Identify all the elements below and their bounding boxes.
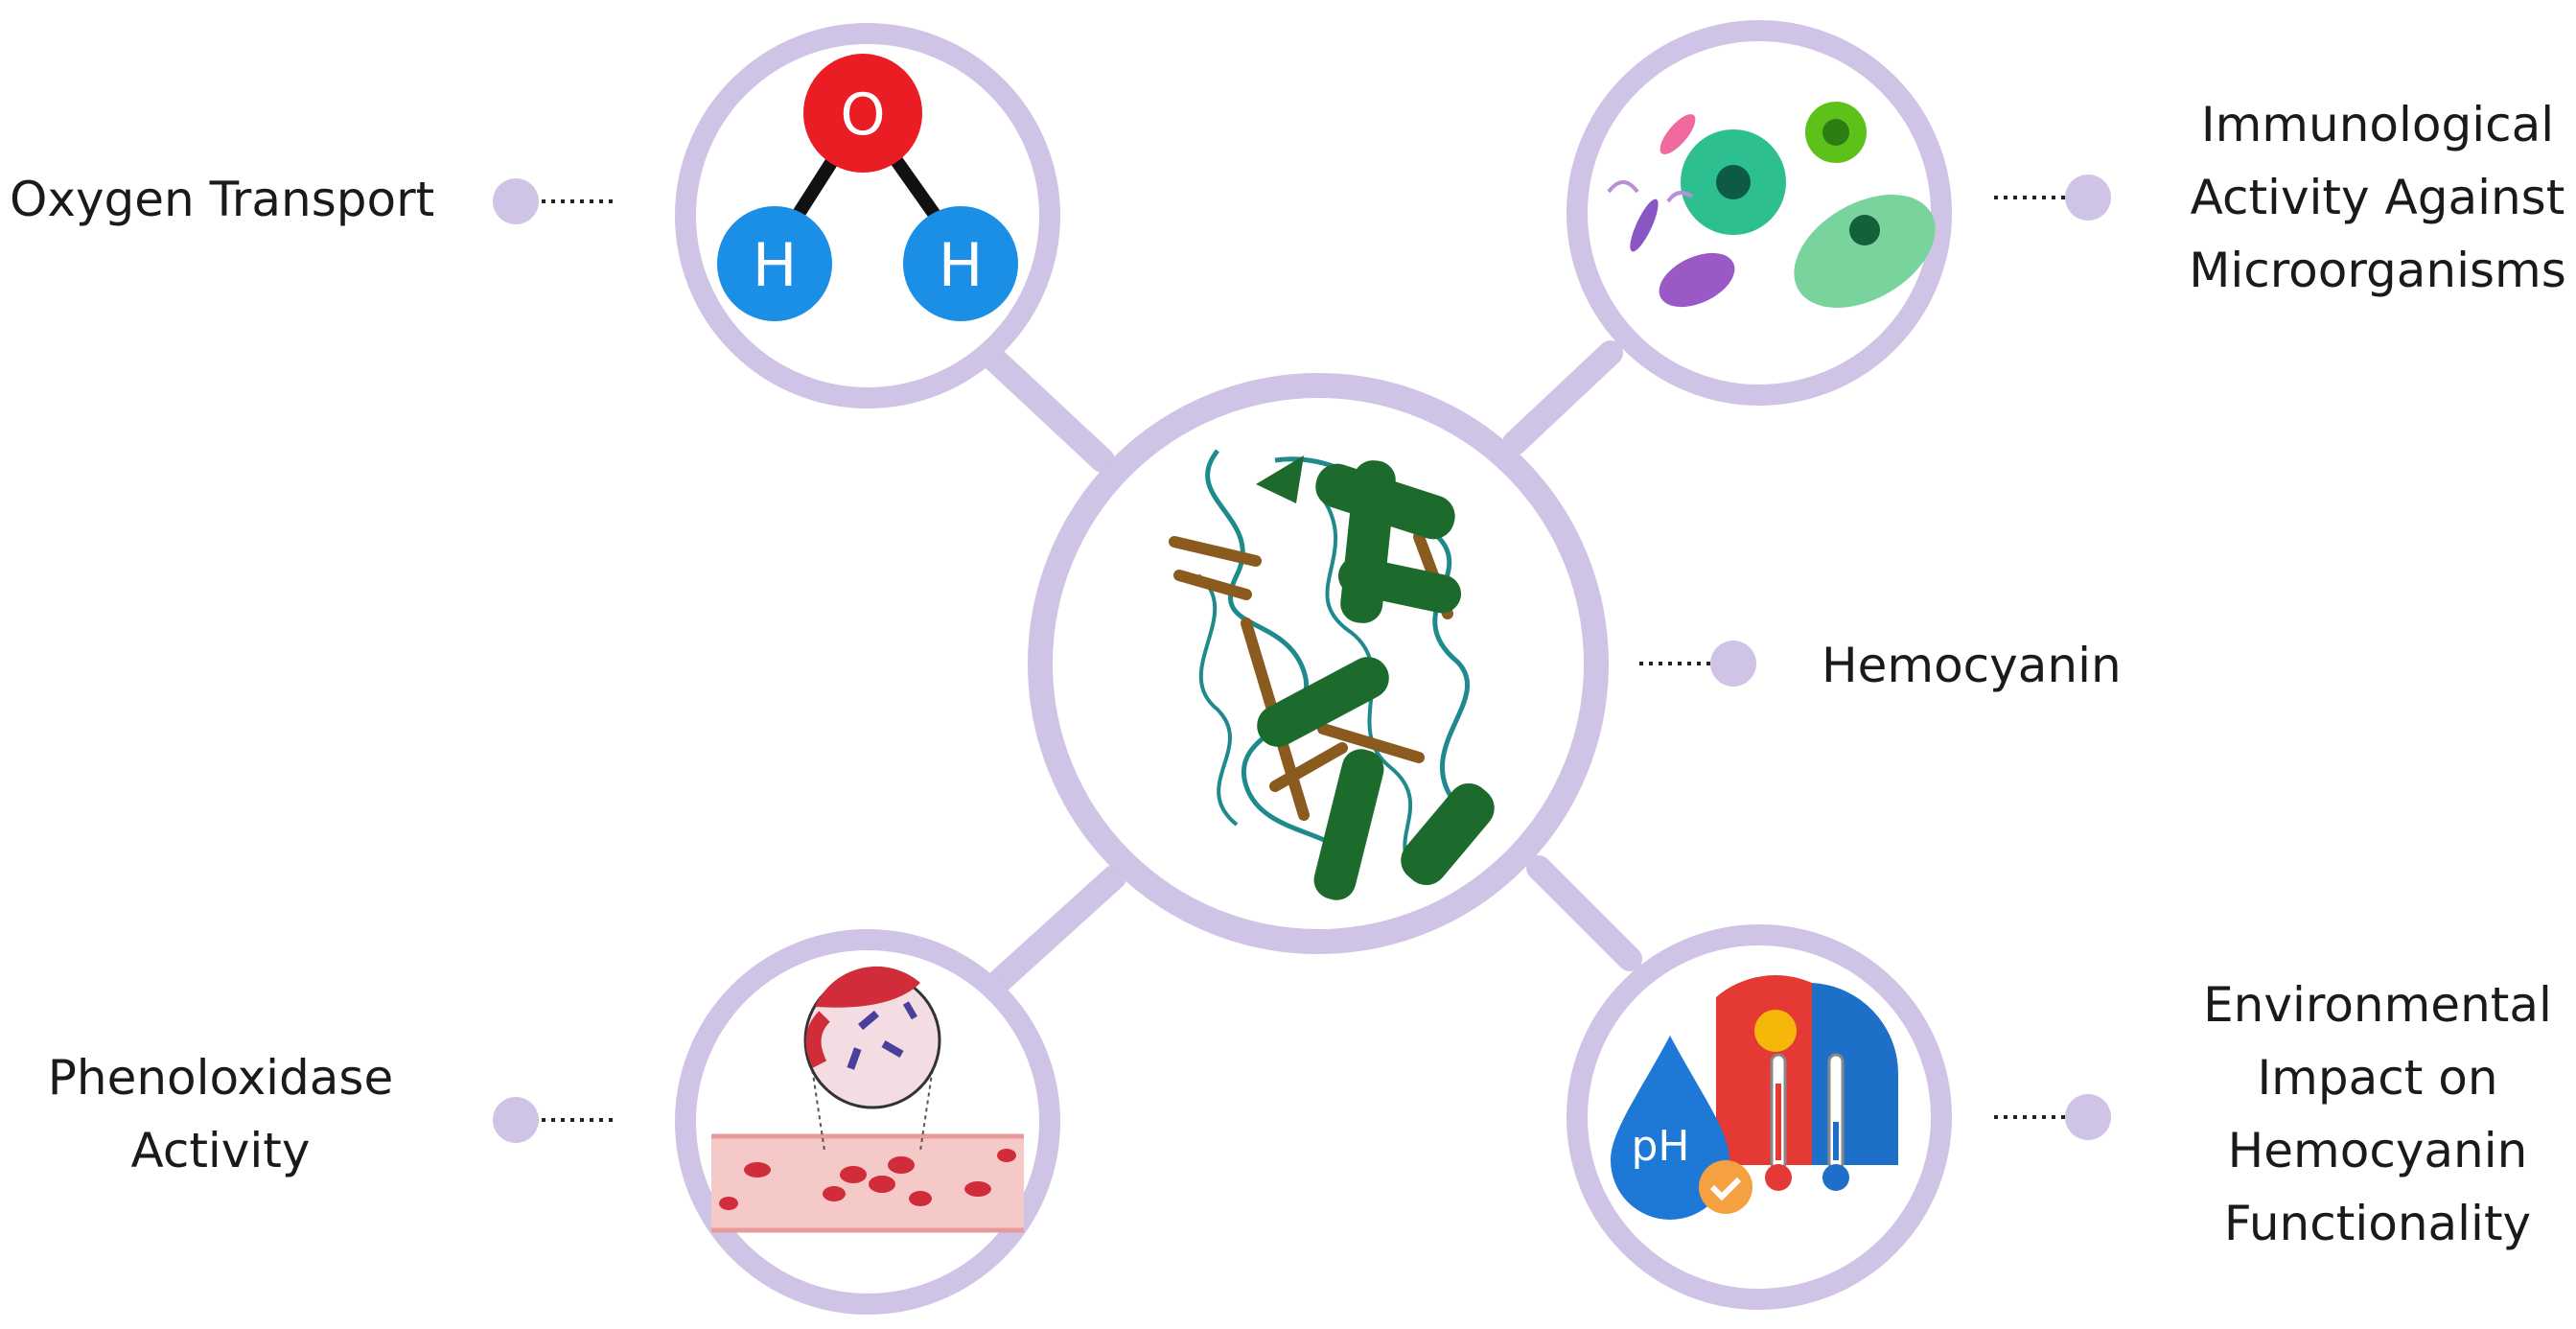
label-oxygen-transport: Oxygen Transport — [10, 163, 434, 236]
water-molecule-icon: O H H — [717, 54, 1018, 321]
label-hemocyanin: Hemocyanin — [1822, 629, 2122, 702]
atom-h1: H — [753, 230, 798, 300]
connector-bottom-left — [980, 865, 1126, 1000]
node-env: pH — [1566, 924, 1952, 1310]
leader-lines — [542, 196, 2066, 1122]
label-hemocyanin-text: Hemocyanin — [1822, 638, 2122, 693]
microorganisms-icon — [1607, 102, 1936, 308]
label-phenoloxidase-activity: Phenoloxidase Activity — [29, 1041, 412, 1187]
label-env-line-4: Functionality — [2223, 1196, 2532, 1251]
label-env-line-2: Impact on — [2257, 1050, 2498, 1106]
ph-temperature-icon: pH — [1611, 975, 1899, 1220]
dot-pheno — [493, 1097, 539, 1143]
atom-o: O — [840, 82, 885, 149]
atom-h2: H — [939, 230, 984, 300]
leader-dots — [493, 175, 2111, 1143]
label-immuno-line-3: Microorganisms — [2189, 243, 2566, 298]
blood-vessel-icon — [711, 966, 1024, 1233]
connector-bottom-right — [1526, 855, 1642, 971]
hub-connectors — [975, 340, 1642, 1000]
label-environmental-impact: Environmental Impact on Hemocyanin Funct… — [2157, 968, 2576, 1260]
dot-oxygen — [493, 178, 539, 224]
node-immuno — [1566, 20, 1952, 406]
dot-hemocyanin — [1710, 641, 1756, 687]
label-immunological-activity: Immunological Activity Against Microorga… — [2157, 88, 2576, 307]
dot-env — [2065, 1094, 2111, 1140]
dot-immuno — [2065, 175, 2111, 221]
label-oxygen-line-1: Oxygen Transport — [10, 172, 435, 227]
connector-top-left — [975, 340, 1115, 473]
hub-node — [1028, 373, 1609, 954]
node-oxygen: O H H — [675, 23, 1060, 408]
hub-ring — [1028, 373, 1609, 954]
label-immuno-line-2: Activity Against — [2190, 170, 2565, 225]
connector-top-right — [1502, 340, 1623, 455]
label-pheno-line-1: Phenoloxidase — [47, 1050, 394, 1106]
label-pheno-line-2: Activity — [130, 1123, 311, 1178]
label-env-line-1: Environmental — [2203, 977, 2552, 1033]
label-env-line-3: Hemocyanin — [2227, 1123, 2528, 1178]
node-pheno — [675, 929, 1060, 1315]
label-immuno-line-1: Immunological — [2200, 97, 2555, 152]
protein-structure-icon — [1169, 449, 1495, 900]
ph-label: pH — [1631, 1122, 1689, 1171]
